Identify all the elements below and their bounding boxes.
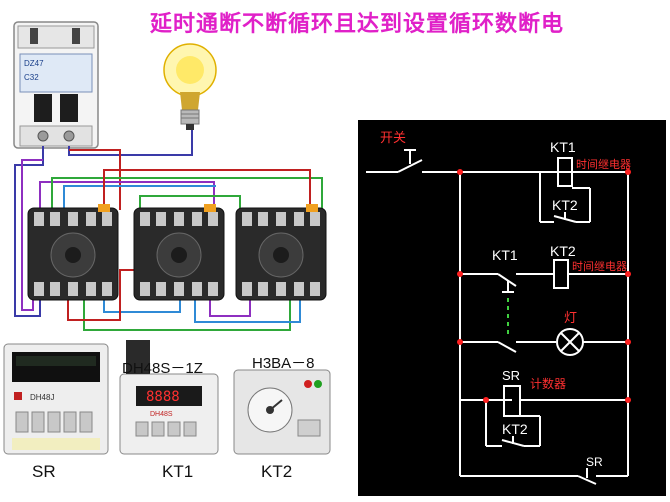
device-label-kt1-model: DH48S－1Z [122,360,203,377]
svg-text:8888: 8888 [146,389,180,405]
wiring-illustration: DZ47 C32 [3,21,331,455]
label-sr-desc: 计数器 [530,376,566,391]
label-kt2-contact-bottom: KT2 [502,421,528,437]
relay-socket-1 [27,204,119,301]
device-label-kt2-model: H3BA－8 [252,355,315,372]
schematic-panel: 开关 KT1 时间继电器 KT2 KT1 KT2 时间继电器 灯 SR 计数器 … [358,120,666,496]
label-switch: 开关 [380,131,406,146]
breaker-brand: DZ47 [24,59,44,68]
page-title: 延时通断不断循环且达到设置循环数断电 [150,12,565,37]
device-label-kt1: KT1 [162,462,194,481]
label-kt1-contact: KT1 [492,247,518,263]
label-lamp: 灯 [564,311,577,326]
label-kt2-contact-top: KT2 [552,197,578,213]
label-sr-contact: SR [586,455,603,469]
timer-device-kt2 [233,369,331,455]
kt1-panel-text: DH48S [150,411,173,418]
label-sr-coil: SR [502,368,520,383]
device-label-kt2: KT2 [261,462,293,481]
label-kt2-coil: KT2 [550,243,576,259]
timer-device-kt1: 8888 DH48S [119,340,219,455]
label-kt1-coil-desc: 时间继电器 [576,158,631,171]
breaker-mark: C32 [24,73,39,82]
relay-socket-3 [235,204,327,301]
label-kt1-coil: KT1 [550,139,576,155]
counter-device-sr: DH48J [3,343,109,455]
relay-socket-2 [133,204,225,301]
sr-panel-text: DH48J [30,393,54,402]
junction-dots [457,169,631,403]
device-label-sr: SR [32,462,56,481]
label-kt2-coil-desc: 时间继电器 [572,260,627,273]
light-bulb-icon [163,43,217,130]
schematic-wires [366,149,629,485]
circuit-breaker: DZ47 C32 [13,21,99,149]
